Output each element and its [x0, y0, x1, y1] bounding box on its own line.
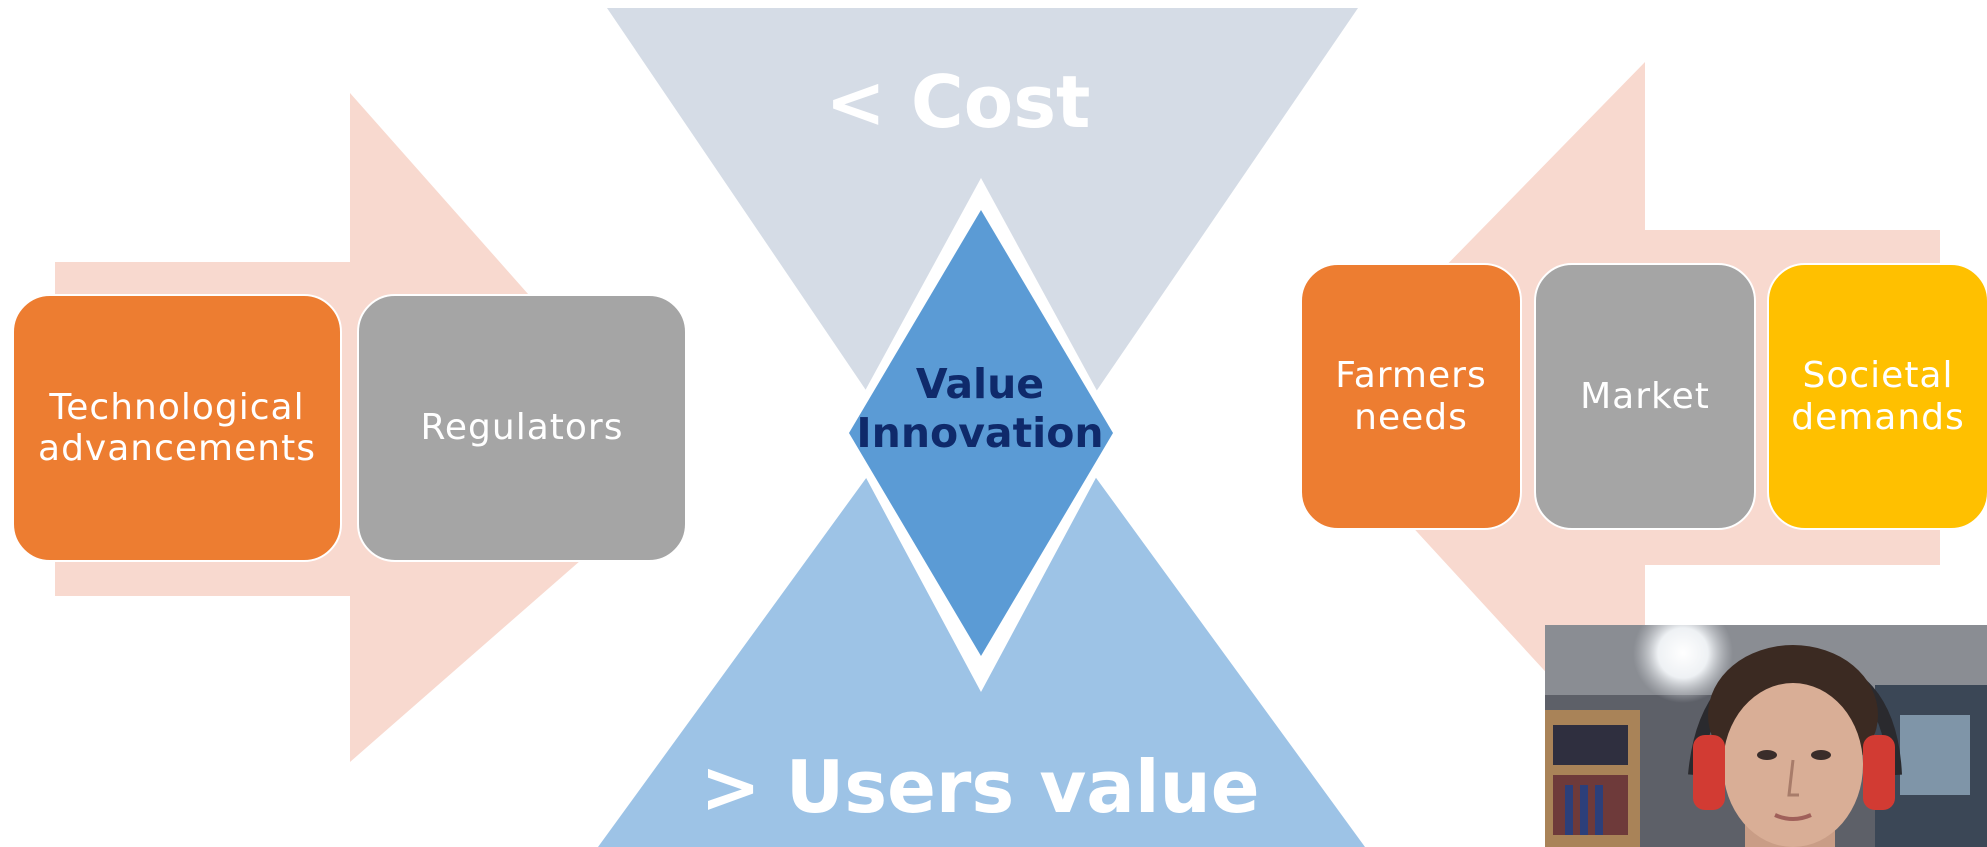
value-innovation-diamond — [849, 210, 1113, 656]
farmers-needs-box: Farmers needs — [1300, 263, 1522, 530]
users-value-label: > Users value — [700, 745, 1260, 829]
webcam-overlay — [1545, 625, 1987, 847]
value-innovation-label: Value Innovation — [856, 360, 1104, 458]
regulators-box: Regulators — [357, 294, 687, 562]
technological-advancements-box: Technological advancements — [12, 294, 342, 562]
market-box: Market — [1534, 263, 1756, 530]
cost-label: < Cost — [825, 60, 1091, 144]
societal-demands-box: Societal demands — [1767, 263, 1987, 530]
webcam-person-icon — [1545, 625, 1987, 847]
